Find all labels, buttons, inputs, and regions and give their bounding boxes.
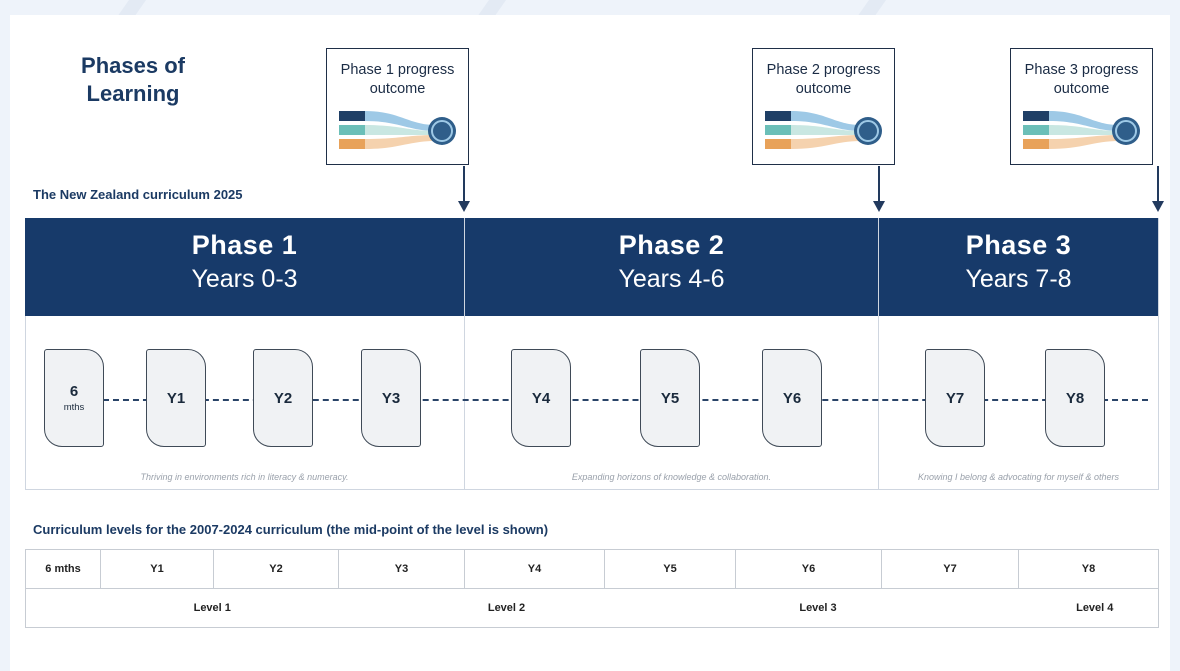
phase-3-header: Phase 3 Years 7-8 xyxy=(879,218,1158,316)
table-cell: Y3 xyxy=(338,549,465,589)
diagram-subtitle: The New Zealand curriculum 2025 xyxy=(33,187,243,202)
table-row: Level 1 Level 2 Level 3 Level 4 xyxy=(25,588,1159,628)
progress-outcome-thumbnail xyxy=(339,111,456,149)
arrow-shaft xyxy=(463,166,465,202)
year-card-y6: Y6 xyxy=(762,349,822,447)
arrow-down-icon xyxy=(873,201,885,212)
year-card-y4: Y4 xyxy=(511,349,571,447)
curriculum-levels-table: 6 mths Y1 Y2 Y3 Y4 Y5 Y6 Y7 Y8 Level 1 L… xyxy=(25,549,1159,628)
year-card-y7: Y7 xyxy=(925,349,985,447)
arrow-down-icon xyxy=(1152,201,1164,212)
year-card-label: Y4 xyxy=(531,389,551,407)
table-cell: Y8 xyxy=(1018,549,1159,589)
phase-divider xyxy=(878,218,879,490)
outcome-card-label: Phase 3 progress outcome xyxy=(1024,62,1139,97)
outcome-card-phase-3: Phase 3 progress outcome xyxy=(1010,48,1153,165)
phase-3-tagline: Knowing I belong & advocating for myself… xyxy=(917,472,1120,482)
table-cell: Y7 xyxy=(881,549,1019,589)
outcome-card-label: Phase 1 progress outcome xyxy=(340,62,455,97)
phase-name: Phase 2 xyxy=(618,230,725,260)
year-card-6mths: 6 mths xyxy=(44,349,104,447)
progress-outcome-thumbnail xyxy=(1023,111,1140,149)
year-card-label: Y7 xyxy=(945,389,965,407)
year-card-label: 6 xyxy=(69,383,79,400)
table-cell: Y2 xyxy=(213,549,339,589)
year-card-y8: Y8 xyxy=(1045,349,1105,447)
table-row: 6 mths Y1 Y2 Y3 Y4 Y5 Y6 Y7 Y8 xyxy=(25,549,1159,589)
year-card-y3: Y3 xyxy=(361,349,421,447)
outcome-card-label: Phase 2 progress outcome xyxy=(766,62,881,97)
phase-divider xyxy=(464,218,465,490)
level-cell: Level 1 xyxy=(25,588,339,628)
diagram-title: Phases of Learning xyxy=(81,53,185,106)
phase-2-tagline: Expanding horizons of knowledge & collab… xyxy=(571,472,772,482)
table-cell: Y5 xyxy=(604,549,736,589)
year-card-y1: Y1 xyxy=(146,349,206,447)
phase-years: Years 4-6 xyxy=(618,265,725,293)
timeline-connector xyxy=(103,399,1148,401)
year-card-sublabel: mths xyxy=(63,402,85,413)
level-cell: Level 2 xyxy=(338,588,605,628)
year-card-label: Y8 xyxy=(1065,389,1085,407)
year-card-label: Y2 xyxy=(273,389,293,407)
year-card-label: Y1 xyxy=(166,389,186,407)
arrow-shaft xyxy=(1157,166,1159,202)
year-card-label: Y3 xyxy=(381,389,401,407)
year-card-y2: Y2 xyxy=(253,349,313,447)
outcome-card-phase-2: Phase 2 progress outcome xyxy=(752,48,895,165)
phase-1-header: Phase 1 Years 0-3 xyxy=(25,218,464,316)
level-cell: Level 4 xyxy=(881,588,1159,628)
level-cell: Level 3 xyxy=(604,588,882,628)
table-cell: Y6 xyxy=(735,549,882,589)
year-card-y5: Y5 xyxy=(640,349,700,447)
year-card-label: Y5 xyxy=(660,389,680,407)
phase-name: Phase 1 xyxy=(191,230,298,260)
progress-outcome-thumbnail xyxy=(765,111,882,149)
phase-2-header: Phase 2 Years 4-6 xyxy=(465,218,878,316)
arrow-down-icon xyxy=(458,201,470,212)
year-card-label: Y6 xyxy=(782,389,802,407)
phase-1-tagline: Thriving in environments rich in literac… xyxy=(140,472,349,482)
levels-title: Curriculum levels for the 2007-2024 curr… xyxy=(33,522,549,537)
outcome-card-phase-1: Phase 1 progress outcome xyxy=(326,48,469,165)
table-cell: Y4 xyxy=(464,549,605,589)
table-cell: 6 mths xyxy=(25,549,101,589)
table-cell: Y1 xyxy=(100,549,214,589)
phase-years: Years 7-8 xyxy=(965,265,1072,293)
phase-name: Phase 3 xyxy=(965,230,1072,260)
arrow-shaft xyxy=(878,166,880,202)
phase-years: Years 0-3 xyxy=(191,265,298,293)
